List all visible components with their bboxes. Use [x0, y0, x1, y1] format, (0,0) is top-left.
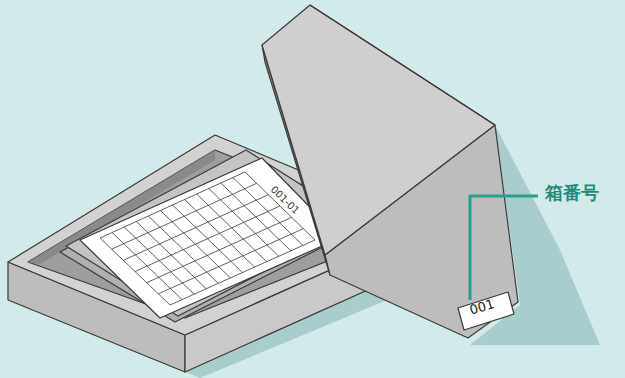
lid-edge-line [310, 5, 495, 125]
grid-line [112, 183, 257, 249]
grid-line [158, 229, 303, 294]
grid-line [147, 217, 292, 282]
lid-top [262, 5, 495, 255]
grid-line [135, 206, 280, 272]
grid-line [100, 172, 245, 238]
grid-line [170, 240, 315, 305]
box-number-tag [458, 292, 514, 330]
paper-table-grid [100, 172, 315, 305]
callout-label: 箱番号 [545, 184, 599, 202]
leader-line [470, 196, 538, 300]
grid-line [123, 195, 268, 261]
